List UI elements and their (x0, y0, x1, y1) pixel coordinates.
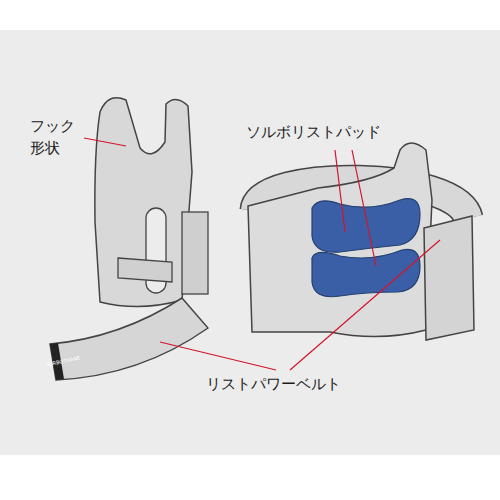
belt-end-right (424, 216, 474, 340)
part-label: ソルボリストパッド (246, 122, 426, 144)
leader-line (352, 150, 376, 266)
small-strap (118, 258, 172, 282)
background-panel (0, 30, 500, 455)
brace-side (182, 212, 208, 294)
hook-brace-body (95, 98, 192, 307)
leader-lines (84, 138, 440, 370)
leader-line (160, 342, 276, 370)
wrist-power-belt-left (50, 298, 208, 380)
part-label: リストパワーベルト (206, 374, 386, 396)
sorbo-wrist-pad (312, 249, 420, 296)
leader-line (335, 150, 345, 232)
wide-brace-body (248, 143, 432, 337)
leader-line (290, 240, 440, 370)
sorbo-wrist-pad (312, 199, 420, 253)
part-label: フック 形状 (30, 116, 82, 160)
leader-line (84, 138, 126, 146)
